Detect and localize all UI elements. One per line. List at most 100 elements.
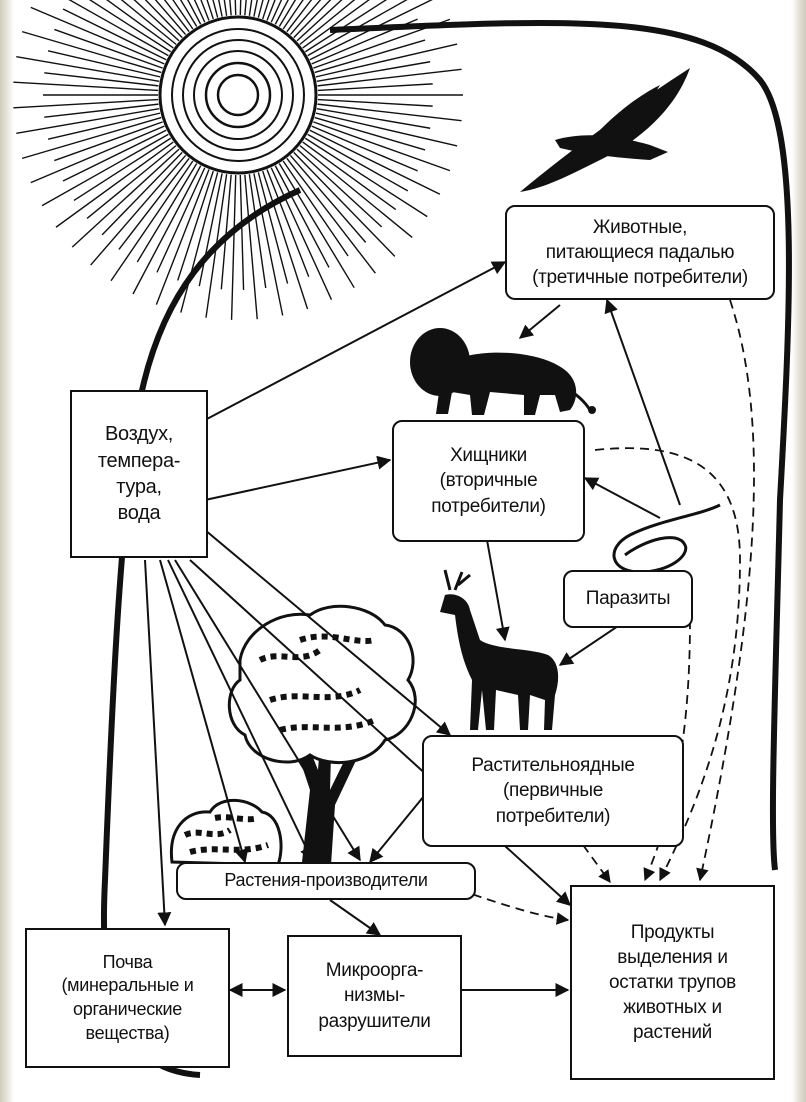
sun-ray [47,50,161,78]
sun-ray [44,72,159,87]
sun-ray [234,0,237,16]
sun-ray [293,151,396,257]
sun-ray [13,98,159,109]
sun-ray [307,133,409,192]
sun-ray [248,0,253,16]
sun-ray [156,167,206,273]
sun-ray [47,112,161,140]
sun-ray [172,0,194,30]
sun-ray [309,0,433,61]
sun-ray [71,148,180,248]
sun-ray [73,137,172,202]
decomposition-arrows [429,299,755,925]
sun-ray [302,0,370,49]
sun-ray [54,28,163,69]
sun-ray [163,0,190,33]
bush-icon [169,798,283,867]
sun-ray [16,107,160,135]
sun-ray [55,141,174,228]
sun-ray [68,0,169,57]
sun-ray [21,116,162,160]
sun-ray [21,30,162,74]
sun-ray [296,0,343,42]
sun-ray [179,0,198,27]
sun-ray [313,18,451,69]
sun-ray [282,160,349,257]
sun-ray [244,174,258,320]
sun-ray [86,145,177,219]
sun-ray [311,125,418,172]
sun-ray [230,174,237,320]
sun-ray [239,0,242,16]
sun-ray [206,0,214,20]
sun-ray [282,0,304,30]
sun-ray [311,18,418,65]
sun-ray [90,155,187,266]
sun-ray [299,145,413,238]
sun-ray [253,173,284,316]
sun-ray [106,0,174,49]
sun-ray [16,55,160,83]
sun-ray [309,129,441,195]
air-temperature-water-box: Воздух, темпера- тура, вода [70,390,208,558]
sun-ray [317,98,433,107]
sun-ray [144,0,183,39]
sun-ray [220,174,232,290]
sun-ray [317,68,462,87]
sun-ray [177,170,214,281]
sun-ray [304,137,428,218]
sun-ray [110,160,194,282]
lion-icon [410,328,596,415]
sun-ray [239,174,245,290]
sun-ray [304,0,388,53]
sun-ray [266,0,276,21]
sun-ray [133,0,180,42]
sun-ray [187,0,202,25]
sun-ray [317,103,462,122]
sun-ray [120,0,177,45]
sun-ray [180,172,219,313]
sun-ray [205,174,228,318]
sun-ray [44,103,159,118]
sun-ray [289,155,367,243]
sun-ray [62,8,167,61]
sun-ray [62,129,167,182]
sun-ray [286,157,376,274]
sun-ray [262,170,309,310]
herbivores-box: Растительноядные (первичные потребители) [422,735,684,847]
scavengers-box: Животные, питающиеся падалью (третичные … [505,205,775,300]
sun-ray [315,112,458,147]
sun-ray [314,116,426,151]
sun-ray [302,141,397,211]
sun-ray [314,39,426,74]
sun-ray [278,163,355,289]
sun-ray [274,165,330,268]
sun-icon [13,0,463,320]
sun-ray [41,133,169,207]
sun-ray [257,172,289,284]
soil-box: Почва (минеральные и органические вещест… [25,928,230,1068]
sun-ray [54,121,163,162]
microorganisms-box: Микроорга- низмы- разрушители [287,935,462,1057]
sun-ray [299,0,356,45]
sun-ray [317,83,433,92]
bird-icon [520,68,690,192]
sun-ray [278,0,297,27]
sun-ray [30,125,165,184]
sun-ray [270,0,283,23]
parasites-box: Паразиты [563,570,693,628]
worm-icon [612,503,721,574]
sun-ray [155,169,210,305]
sun-ray [289,0,322,35]
sun-ray [293,0,332,39]
sun-ray [13,81,159,92]
sun-ray [248,174,267,289]
sun-ray [296,148,383,228]
sun-ray [266,169,310,277]
deer-icon [440,569,559,730]
sun-ray [88,0,172,53]
sun-rings [158,15,318,175]
sun-ray [136,163,198,263]
sun-ray [132,165,202,295]
